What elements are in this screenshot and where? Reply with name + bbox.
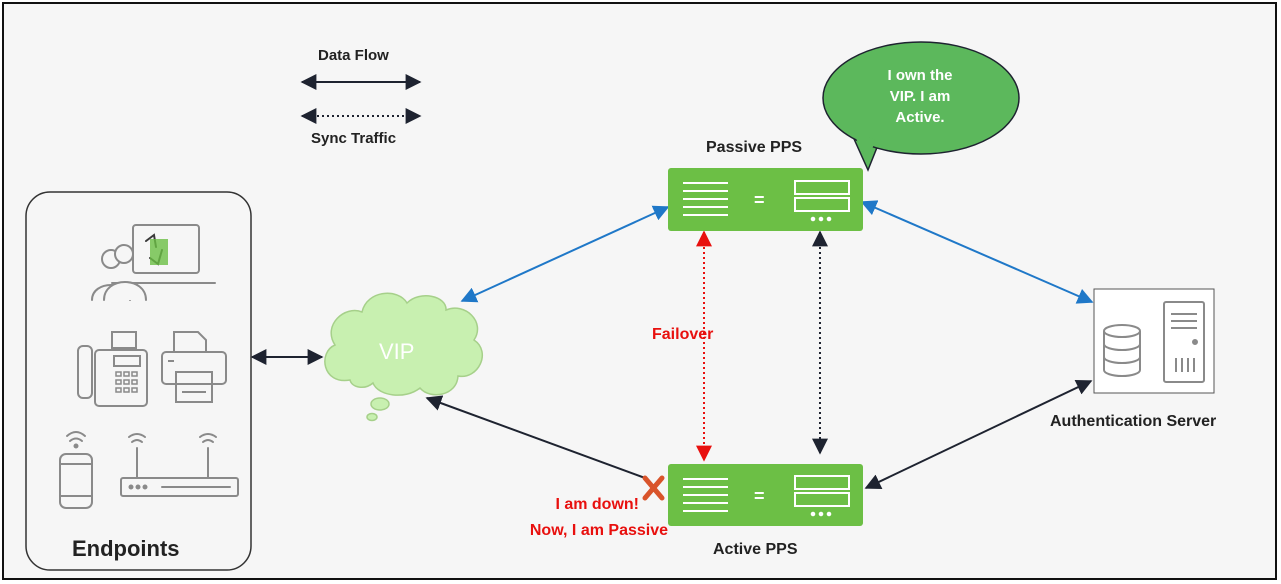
vip-cloud-tail-2: [366, 412, 378, 422]
legend-sync-traffic-label: Sync Traffic: [311, 130, 396, 147]
vip-passive-link: [460, 205, 670, 303]
failover-label: Failover: [652, 326, 713, 343]
vip-cloud-shape: [324, 292, 484, 396]
legend: Data Flow Sync Traffic: [300, 47, 422, 147]
endpoints-box: [25, 191, 252, 571]
passive-auth-link: [860, 200, 1094, 304]
laptop-screen-accent: [150, 239, 168, 265]
active-pps: = Active PPS: [668, 464, 863, 558]
active-pps-equals: =: [754, 486, 765, 506]
database-icon: [1103, 324, 1141, 377]
passive-pps-rack-icon: [683, 182, 728, 216]
connections: [250, 200, 1094, 490]
vip-cloud-tail-1: [370, 397, 390, 411]
router-icon: [120, 433, 239, 497]
fax-icon: [111, 331, 137, 349]
auth-server-label: Authentication Server: [1050, 413, 1216, 430]
legend-data-flow-label: Data Flow: [318, 47, 389, 64]
passive-pps-label: Passive PPS: [706, 139, 802, 156]
speech-line-2: VIP. I am: [890, 88, 951, 105]
passive-pps-server-icon: [794, 180, 850, 222]
active-pps-label: Active PPS: [713, 541, 798, 558]
speech-bubble: I own the VIP. I am Active.: [822, 41, 1020, 172]
vip-cloud: VIP: [324, 292, 484, 422]
down-line-1: I am down!: [555, 496, 639, 513]
phone-icon: [77, 345, 148, 407]
active-pps-rack-icon: [683, 478, 728, 512]
endpoints-label: Endpoints: [72, 536, 180, 561]
active-vip-link: [425, 395, 646, 479]
fail-x-icon: [642, 475, 665, 501]
active-pps-server-icon: [794, 475, 850, 517]
speech-line-1: I own the: [888, 67, 953, 84]
speech-line-3: Active.: [895, 109, 944, 126]
endpoints-panel: Endpoints: [25, 191, 252, 571]
auth-server: Authentication Server: [1050, 288, 1216, 430]
passive-pps-equals: =: [754, 190, 765, 210]
passive-pps: Passive PPS =: [668, 139, 863, 231]
server-tower-icon: [1163, 301, 1205, 383]
printer-icon: [161, 331, 227, 403]
down-line-2: Now, I am Passive: [530, 522, 668, 539]
user-laptop-icon: [91, 224, 216, 301]
active-auth-link: [864, 379, 1093, 490]
vip-label: VIP: [379, 339, 414, 364]
mobile-phone-icon: [59, 431, 93, 509]
speech-bubble-shape: [822, 41, 1020, 155]
